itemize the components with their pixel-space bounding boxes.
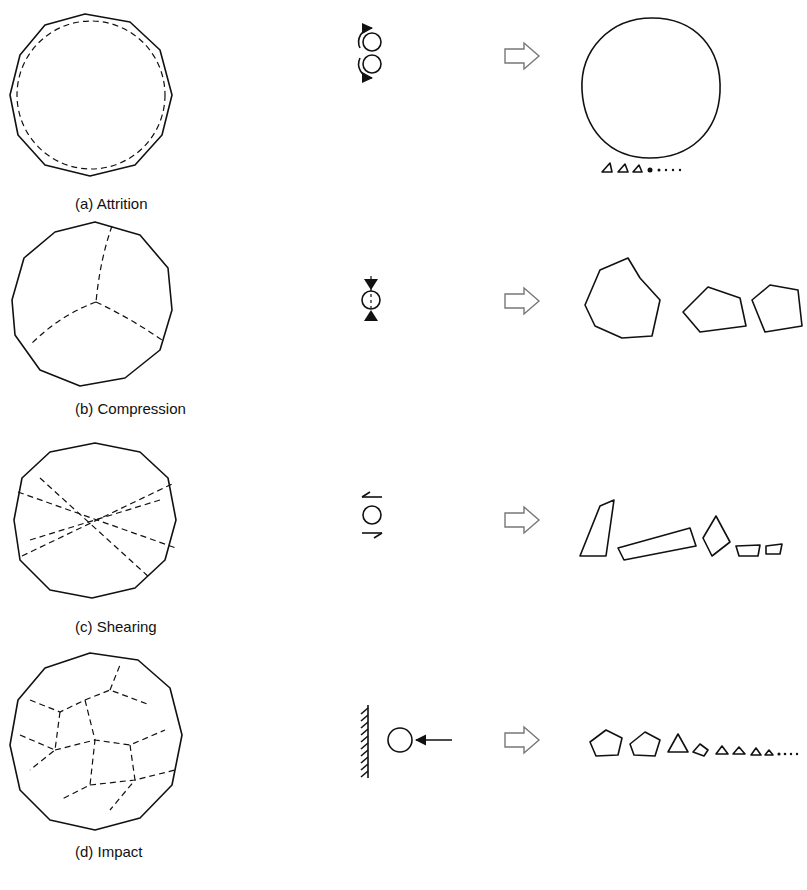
figure-caption: (a) Attrition [75, 195, 148, 212]
wall-hatch [361, 757, 368, 763]
figure-caption: (b) Compression [75, 400, 186, 417]
wall-hatch [361, 764, 368, 770]
shearing-row [14, 443, 782, 598]
wall-hatch [361, 771, 368, 777]
wall-hatch [361, 743, 368, 749]
wall-hatch [361, 750, 368, 756]
attrition-row [10, 14, 720, 176]
figure-caption: (d) Impact [75, 843, 143, 860]
impact-row [10, 653, 798, 830]
compression-row [12, 222, 802, 386]
wall-hatch [361, 722, 368, 728]
wall-hatch [361, 715, 368, 721]
wall-hatch [361, 736, 368, 742]
wall-hatch [361, 708, 368, 714]
wall-hatch [361, 729, 368, 735]
figure-caption: (c) Shearing [75, 618, 157, 635]
